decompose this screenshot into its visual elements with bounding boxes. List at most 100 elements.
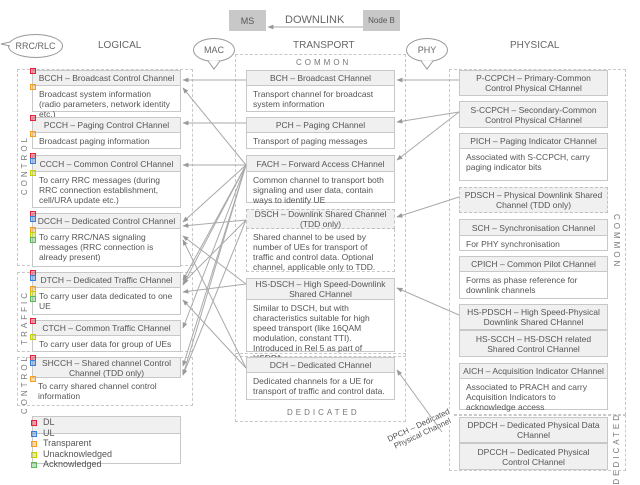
legend-item-ul: UL <box>31 427 112 439</box>
hsscch-channel-header: HS-SCCH – HS-DSCH related Shared Control… <box>459 330 608 357</box>
phy-bubble-tail <box>420 60 434 70</box>
pich-channel-header: PICH – Paging Indicator CHannel <box>459 133 608 149</box>
legend-label: Transparent <box>43 438 92 448</box>
ctch-channel-description: To carry user data for group of UEs <box>32 336 181 352</box>
hspdsch-channel-header: HS-PDSCH – High Speed-Physical Downlink … <box>459 304 608 330</box>
transparent-marker-icon <box>30 376 36 382</box>
pch-channel-description: Transport of paging messages <box>246 133 395 149</box>
physical-column-label: PHYSICAL <box>510 40 560 51</box>
physical-dedicated-group <box>449 415 626 471</box>
legend-item-transparent: Transparent <box>31 438 112 449</box>
pccpch-channel-header: P-CCPCH – Primary-Common Control Physica… <box>459 70 608 96</box>
dl-marker-icon <box>30 68 36 74</box>
legend-item-dl: DL <box>31 417 112 428</box>
dl-marker-icon <box>31 420 37 426</box>
rrc-bubble-tail <box>0 41 11 47</box>
diagram-title: DOWNLINK <box>285 14 345 26</box>
legend-label: UL <box>43 427 55 438</box>
dtch-channel-description: To carry user data dedicated to one UE <box>32 288 181 315</box>
dpcch-channel-header: DPCCH – Dedicated Physical Control CHann… <box>459 443 608 470</box>
arrow-hspdsch-hsdsch <box>396 287 460 316</box>
ul-marker-icon <box>30 360 36 366</box>
transparent-marker-icon <box>30 84 36 90</box>
arrow-pdsch-dsch <box>396 196 460 218</box>
transparent-marker-icon <box>31 441 37 447</box>
dtch-channel-header: DTCH – Dedicated Traffic CHannel <box>32 272 181 288</box>
ms-box: MS <box>229 10 266 31</box>
nodeb-box: Node B <box>363 10 400 31</box>
shcch-channel-description: To carry shared channel control informat… <box>32 378 181 405</box>
sch-channel-description: For PHY synchronisation <box>459 236 608 251</box>
bch-channel-description: Transport channel for broadcast system i… <box>246 86 395 112</box>
acknowledged-marker-icon <box>30 237 36 243</box>
transparent-marker-icon <box>30 131 36 137</box>
hsdsch-channel-header: HS-DSCH – High Speed-Downlink Shared CHa… <box>246 278 395 300</box>
bch-channel-header: BCH – Broadcast CHannel <box>246 70 395 86</box>
dl-marker-icon <box>30 318 36 324</box>
pdsch-channel-header: PDSCH – Physical Downlink Shared Channel… <box>459 187 608 213</box>
arrow-hsdsch-dtch <box>182 283 247 294</box>
pich-channel-description: Associated with S-CCPCH, carry paging in… <box>459 149 608 181</box>
acknowledged-marker-icon <box>31 462 37 468</box>
aich-channel-header: AICH – Acquisition Indicator CHannel <box>459 363 608 379</box>
dpdch-channel-header: DPDCH – Dedicated Physical Data CHannel <box>459 417 608 443</box>
bcch-channel-description: Broadcast system information (radio para… <box>32 86 181 119</box>
dch-channel-description: Dedicated channels for a UE for transpor… <box>246 373 395 400</box>
arrow-fach-bcch <box>182 87 247 166</box>
ccch-channel-header: CCCH – Common Control CHannel <box>32 155 181 172</box>
dsch-channel-description: Shared channel to be used by number of U… <box>246 229 395 272</box>
dl-marker-icon <box>30 115 36 121</box>
acknowledged-marker-icon <box>30 296 36 302</box>
hsdsch-channel-description: Similar to DSCH, but with characteristic… <box>246 300 395 363</box>
cpich-channel-header: CPICH – Common Pilot CHannel <box>459 256 608 272</box>
mac-bubble-tail <box>207 60 221 70</box>
ul-marker-icon <box>30 158 36 164</box>
transport-dedicated-label: DEDICATED <box>287 408 360 417</box>
transport-common-label: COMMON <box>296 58 352 67</box>
transport-column-label: TRANSPORT <box>293 40 355 51</box>
logical-column-label: LOGICAL <box>98 40 142 51</box>
aich-channel-description: Associated to PRACH and carry Acquisitio… <box>459 379 608 412</box>
ccch-channel-description: To carry RRC messages (during RRC connec… <box>32 172 181 208</box>
arrow-dpch-dch <box>396 369 443 433</box>
sch-channel-header: SCH – Synchronisation CHannel <box>459 219 608 236</box>
legend-label: DL <box>43 417 55 427</box>
arrow-dch-dtch <box>182 299 247 369</box>
arrow-hsdsch-dcch <box>182 235 247 285</box>
cpich-channel-description: Forms as phase reference for downlink ch… <box>459 272 608 299</box>
mac-bubble: MAC <box>193 38 235 62</box>
ul-marker-icon <box>31 430 37 437</box>
arrow-dsch-shcch <box>182 219 247 376</box>
legend-item-unacknowledged: Unacknowledged <box>31 448 113 460</box>
fach-channel-description: Common channel to transport both signali… <box>246 172 395 205</box>
arrow-sccpch-fach <box>396 111 460 161</box>
bcch-channel-header: BCCH – Broadcast Control Channel <box>32 70 181 86</box>
arrow-dch-dcch <box>182 239 247 369</box>
ul-marker-icon <box>30 275 36 281</box>
arrow-dsch-dcch <box>182 219 247 228</box>
arrow-sccpch-pch <box>396 111 460 124</box>
fach-channel-header: FACH – Forward Access CHannel <box>246 155 395 172</box>
physical-common-label: COMMON <box>612 214 621 270</box>
unacknowledged-marker-icon <box>31 451 37 458</box>
pcch-channel-header: PCCH – Paging Control CHannel <box>32 117 181 133</box>
legend-label: Acknowledged <box>43 459 102 469</box>
ul-marker-icon <box>30 216 36 222</box>
arrow-fach-dtch2 <box>182 164 247 286</box>
ctch-channel-header: CTCH – Common Traffic CHannel <box>32 320 181 336</box>
arrow-fach-shcch2 <box>182 164 247 376</box>
legend-item-acknowledged: Acknowledged <box>31 459 112 470</box>
dsch-channel-header: DSCH – Downlink Shared Channel (TDD only… <box>246 209 395 229</box>
dcch-channel-description: To carry RRC/NAS signaling messages (RRC… <box>32 229 181 267</box>
phy-bubble: PHY <box>406 38 448 62</box>
legend-label: Unacknowledged <box>43 448 113 459</box>
arrow-fach-ctch <box>182 164 247 329</box>
pcch-channel-description: Broadcast paging information <box>32 133 181 149</box>
arrow-dsch-dtch <box>182 219 247 284</box>
pch-channel-header: PCH – Paging CHannel <box>246 117 395 133</box>
shcch-channel-header: SHCCH – Shared channel Control Channel (… <box>32 357 181 378</box>
unacknowledged-marker-icon <box>30 334 36 340</box>
unacknowledged-marker-icon <box>30 170 36 176</box>
transport-common-group <box>235 54 406 357</box>
